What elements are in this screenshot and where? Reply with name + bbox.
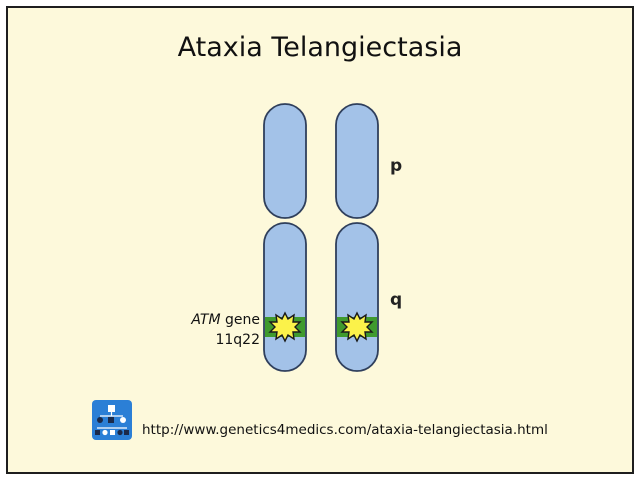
gene-symbol: ATM bbox=[191, 312, 221, 328]
slide-title: Ataxia Telangiectasia bbox=[177, 32, 463, 63]
gene-label: ATM gene bbox=[191, 312, 260, 328]
p-arm-label: p bbox=[390, 156, 403, 176]
chromosome-left-p-arm bbox=[263, 103, 307, 219]
gene-locus: 11q22 bbox=[215, 332, 260, 348]
slide: Ataxia Telangiectasia p q ATM gene 11q22 bbox=[6, 6, 634, 474]
chromosome-left-q-arm bbox=[263, 222, 307, 372]
chromosome-right bbox=[335, 103, 379, 372]
chromosome-right-q-arm bbox=[335, 222, 379, 372]
chromosome-left bbox=[263, 103, 307, 372]
pedigree-logo-icon bbox=[92, 400, 132, 440]
source-url: http://www.genetics4medics.com/ataxia-te… bbox=[142, 422, 548, 438]
starburst-icon bbox=[268, 311, 302, 343]
starburst-icon bbox=[340, 311, 374, 343]
chromosome-right-p-arm bbox=[335, 103, 379, 219]
q-arm-label: q bbox=[390, 290, 403, 310]
gene-suffix: gene bbox=[220, 312, 260, 328]
pedigree-logo-graphic bbox=[95, 405, 129, 436]
chromosome-diagram bbox=[263, 103, 379, 372]
